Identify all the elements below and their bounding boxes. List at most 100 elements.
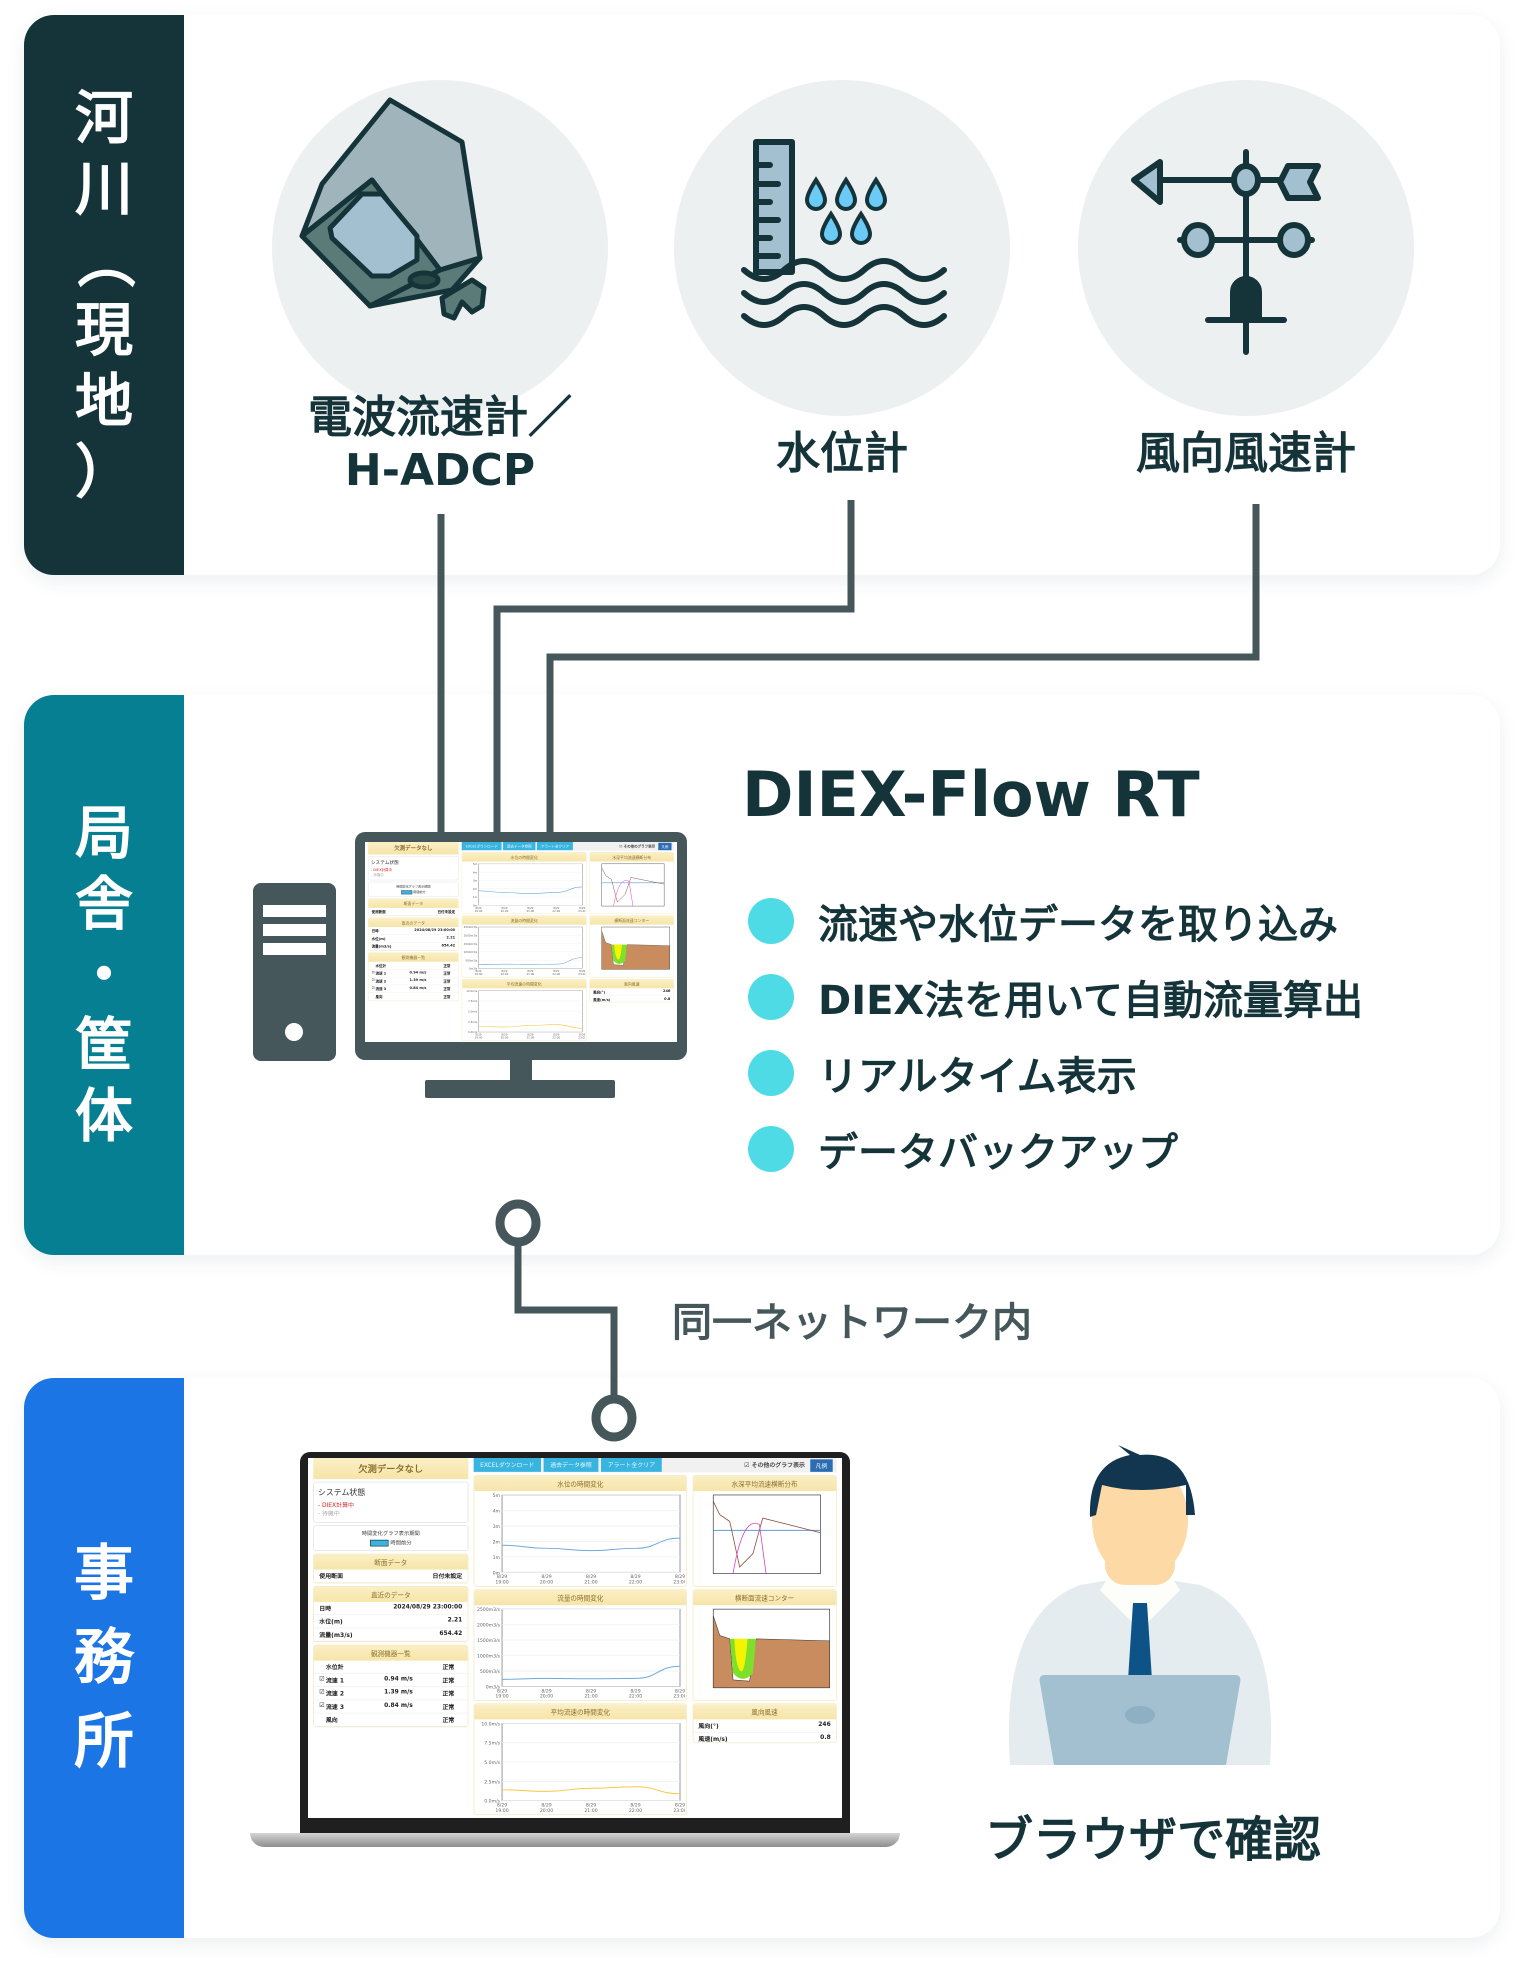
y-tick-label: 4m <box>473 870 478 874</box>
monitor: 欠測データなしシステム状態- DIEX計算中- 待機中時間変化グラフ表示期間時間… <box>355 832 687 1060</box>
label-char: 河 <box>74 83 133 152</box>
latest-row-value: 654.42 <box>439 1630 463 1637</box>
graph-period-select[interactable] <box>401 890 412 895</box>
office-label: ブラウザで確認 <box>985 1812 1322 1868</box>
chart-svg: 0m1m2m3m4m5m8/2919:008/2920:008/2921:008… <box>492 1493 686 1586</box>
y-tick-label: 4m <box>492 1508 500 1514</box>
x-tick-label: 20:00 <box>540 1808 553 1814</box>
series-line <box>478 886 583 894</box>
toolbar-button[interactable]: 過去データ参照 <box>543 1458 599 1472</box>
instruments-card-title: 観測機器一覧 <box>368 952 459 962</box>
instrument-name: 流速 1 <box>325 1677 344 1685</box>
bullet-icon <box>748 974 794 1020</box>
section-label-office: 事 務 所 <box>24 1378 184 1938</box>
instrument-status: 正常 <box>442 1690 455 1698</box>
instrument-checkbox[interactable]: ☑ <box>319 1675 325 1683</box>
instrument-checkbox[interactable]: ☑ <box>371 978 375 983</box>
y-tick-label: 2000m3/s <box>477 1623 501 1629</box>
y-tick-label: 10.0m/s <box>481 1721 500 1727</box>
feature-item: 流速や水位データを取り込み <box>748 892 1338 950</box>
missing-data-banner: 欠測データなし <box>313 1458 469 1480</box>
system-status-title: システム状態 <box>370 859 399 866</box>
worker-hair <box>1089 1445 1195 1517</box>
graph-period-unit: 時間前分 <box>413 890 426 894</box>
instrument-value <box>409 963 443 968</box>
label-char: 所 <box>74 1707 134 1777</box>
feature-item: リアルタイム表示 <box>748 1044 1137 1102</box>
plot-area <box>478 863 583 906</box>
instrument-checkbox[interactable]: ☑ <box>319 1689 325 1696</box>
worker-collar <box>1100 1575 1180 1630</box>
velocity-distribution-line <box>613 880 634 907</box>
other-graphs-toggle[interactable]: ☑ その他のグラフ表示 <box>744 1461 805 1470</box>
x-tick-label: 20:00 <box>540 1580 553 1586</box>
other-graphs-label: その他のグラフ表示 <box>751 1462 805 1470</box>
latest-row-value: 2024/08/29 23:00:00 <box>414 928 456 933</box>
instrument-row: 風向正常 <box>313 1713 468 1727</box>
chart-title: 水深平均流速横断分布 <box>590 852 674 862</box>
instrument-checkbox[interactable]: ☑ <box>371 970 375 975</box>
checkbox-icon[interactable]: ☑ <box>619 844 624 849</box>
y-tick-label: 2500m3/s <box>464 925 478 929</box>
y-tick-label: 1500m3/s <box>464 942 478 946</box>
checkbox-icon[interactable]: ☑ <box>744 1462 752 1470</box>
chart-title: 水位の時間変化 <box>462 852 587 862</box>
graph-period-label: 時間変化グラフ表示期間 <box>361 1530 420 1537</box>
instrument-checkbox[interactable]: ☑ <box>319 1702 325 1709</box>
graph-period-select[interactable] <box>369 1539 389 1547</box>
wind-row-label: 風速(m/s) <box>698 1736 728 1744</box>
x-tick-label: 8/29 <box>630 1803 640 1809</box>
plot-area <box>501 1608 681 1687</box>
latest-row-label: 日時 <box>371 929 379 934</box>
latest-row: 流量(m3/s)654.42 <box>368 943 459 951</box>
feature-text: 流速や水位データを取り込み <box>818 902 1338 948</box>
chart-svg <box>601 926 670 970</box>
wind-row: 風向(°)246 <box>590 988 674 996</box>
x-tick-label: 8/29 <box>553 969 559 973</box>
toolbar: EXCELダウンロード過去データ参照アラート全クリア ☑ その他のグラフ表示凡例 <box>473 1458 837 1473</box>
legend-button[interactable]: 凡例 <box>810 1459 833 1472</box>
chart-panel: 水深平均流速横断分布 <box>589 852 674 914</box>
toolbar-button[interactable]: EXCELダウンロード <box>461 842 502 851</box>
chart-panel: 横断面流速コンター <box>692 1589 837 1702</box>
other-graphs-toggle[interactable]: ☑ その他のグラフ表示 <box>619 844 655 849</box>
latest-row-label: 日時 <box>319 1605 332 1613</box>
toolbar-button[interactable]: 過去データ参照 <box>503 842 536 851</box>
toolbar: EXCELダウンロード過去データ参照アラート全クリア ☑ その他のグラフ表示凡例 <box>461 842 674 851</box>
x-tick-label: 22:00 <box>629 1694 642 1700</box>
worker-tie <box>1128 1603 1152 1680</box>
instrument-name: 流速 3 <box>375 987 387 992</box>
x-tick-label: 8/29 <box>541 1803 551 1809</box>
label-char: 事 <box>74 1539 134 1609</box>
dashboard-left-column: 欠測データなしシステム状態- DIEX計算中- 待機中時間変化グラフ表示期間時間… <box>313 1458 469 1730</box>
toolbar-button[interactable]: アラート全クリア <box>537 842 573 851</box>
latest-row-label: 水位(m) <box>371 937 386 942</box>
instruments-card-title: 観測機器一覧 <box>313 1645 468 1661</box>
x-tick-label: 23:00 <box>578 1035 585 1039</box>
y-tick-label: 0m3/s <box>486 1685 501 1691</box>
section-row-value: 日付未設定 <box>437 910 456 915</box>
x-tick-label: 8/29 <box>541 1688 551 1694</box>
instrument-row: 水位計正常 <box>313 1661 468 1674</box>
toolbar-button[interactable]: EXCELダウンロード <box>473 1458 541 1472</box>
x-tick-label: 20:00 <box>501 909 509 913</box>
instrument-status: 正常 <box>443 971 451 976</box>
x-tick-label: 20:00 <box>501 972 509 976</box>
legend-button[interactable]: 凡例 <box>658 842 672 851</box>
x-tick-label: 8/29 <box>497 1574 507 1580</box>
dashboard: 欠測データなしシステム状態- DIEX計算中- 待機中時間変化グラフ表示期間時間… <box>365 842 677 1042</box>
instrument-checkbox[interactable]: ☑ <box>371 986 375 991</box>
section-label-river-site: 河 川 （ 現 地 ） <box>24 15 184 575</box>
label-char: （ <box>70 230 139 289</box>
toolbar-button[interactable]: アラート全クリア <box>601 1458 662 1472</box>
x-tick-label: 22:00 <box>552 909 560 913</box>
x-tick-label: 8/29 <box>475 1032 481 1036</box>
x-tick-label: 8/29 <box>675 1574 685 1580</box>
x-tick-label: 8/29 <box>475 969 481 973</box>
y-tick-label: 3m <box>473 879 478 883</box>
bed-profile-line <box>601 867 665 903</box>
